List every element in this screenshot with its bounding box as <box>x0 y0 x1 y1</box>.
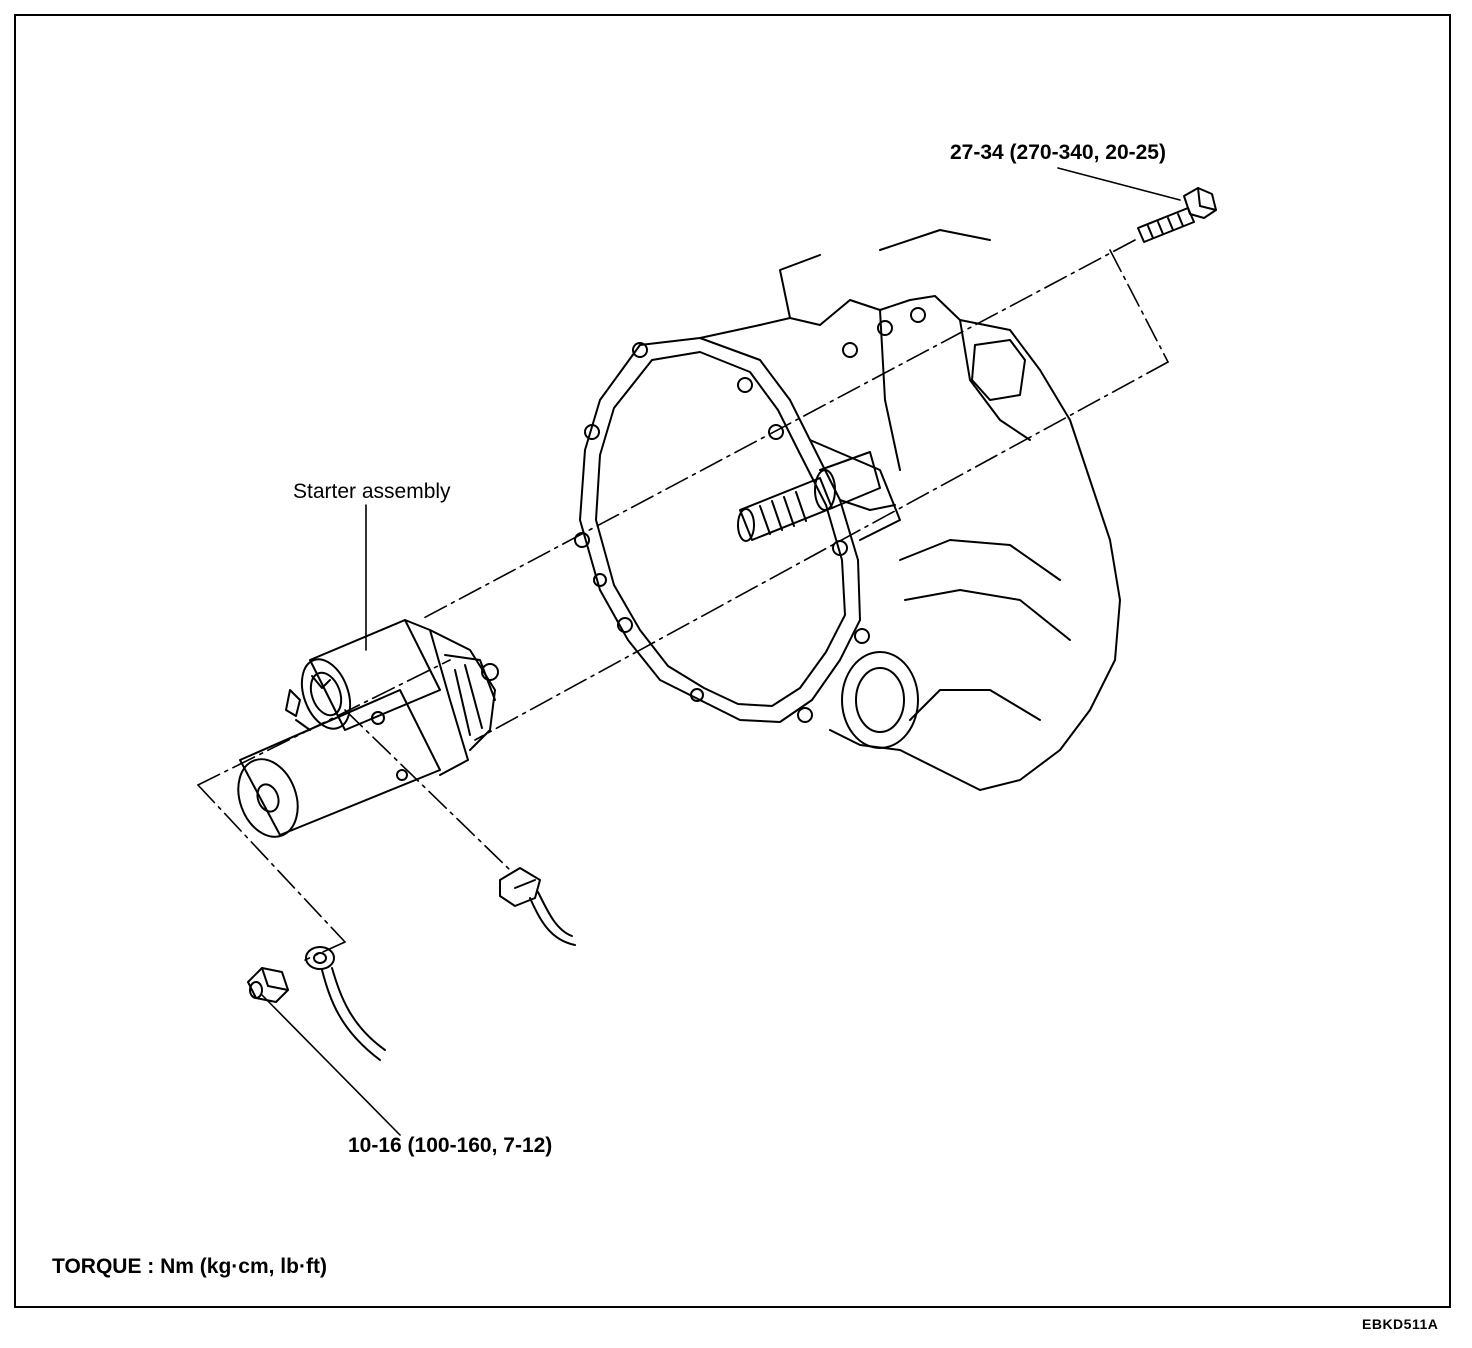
input-shaft <box>737 439 901 542</box>
leader-lines <box>261 167 1181 1136</box>
torque-legend: TORQUE : Nm (kg·cm, lb·ft) <box>52 1255 327 1278</box>
figure-code: EBKD511A <box>1362 1316 1439 1332</box>
starter-assembly-label: Starter assembly <box>293 480 451 503</box>
upper-bolt <box>1137 187 1217 243</box>
ground-cable <box>305 946 386 1061</box>
upper-bolt-torque-label: 27-34 (270-340, 20-25) <box>950 141 1166 164</box>
wire-connector <box>499 867 576 946</box>
lower-nut-torque-label: 10-16 (100-160, 7-12) <box>348 1134 553 1157</box>
starter-motor <box>237 619 499 838</box>
ground-nut <box>247 967 289 1003</box>
transaxle-case <box>574 229 1121 791</box>
figure-frame <box>14 14 1451 1308</box>
